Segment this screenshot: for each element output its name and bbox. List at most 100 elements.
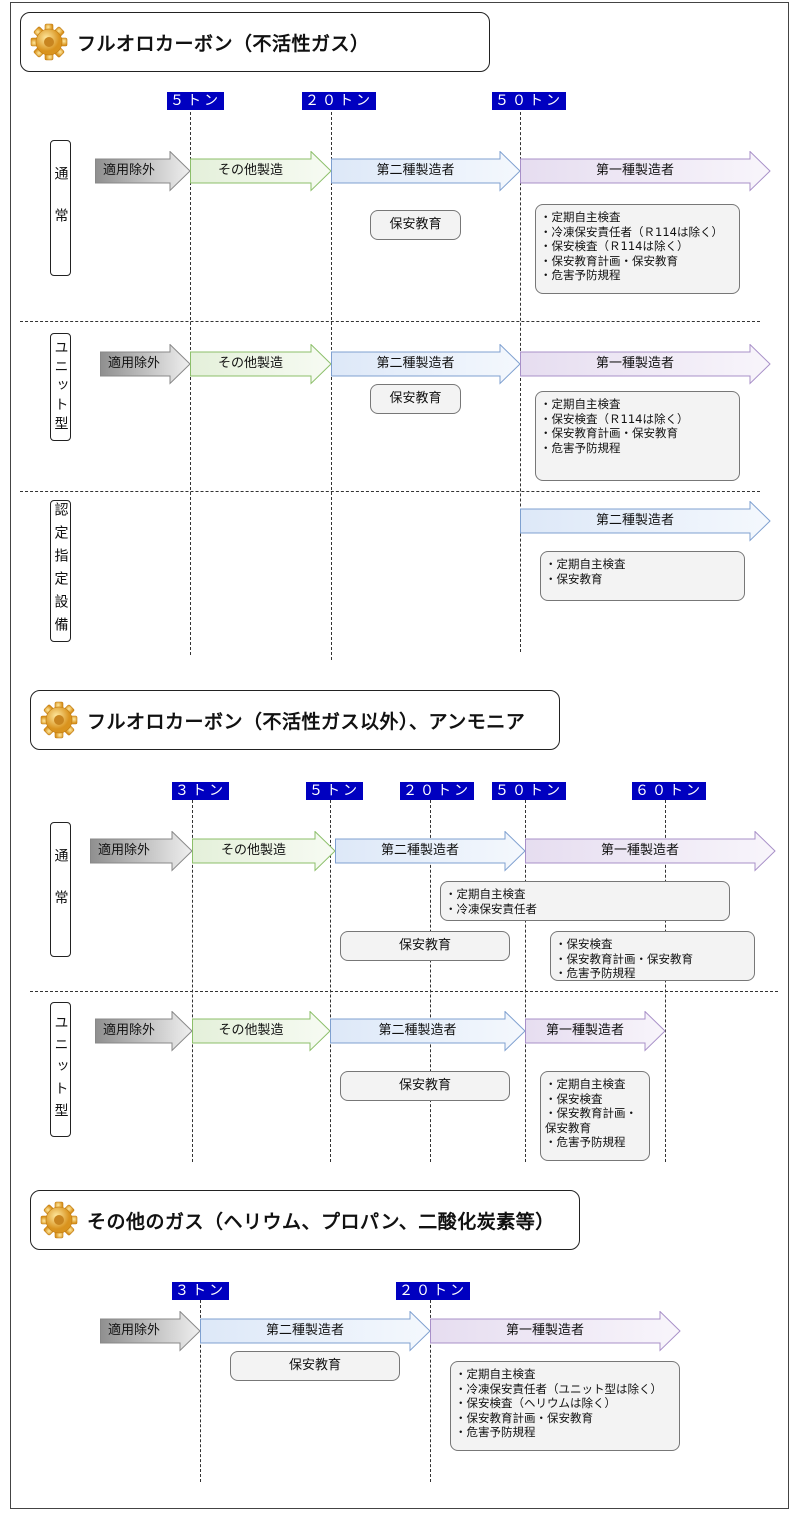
arrow-label: 適用除外 — [103, 163, 156, 178]
threshold-marker: ５トン — [306, 782, 363, 800]
outer-frame — [10, 2, 789, 1509]
arrow-label: その他製造 — [217, 356, 283, 371]
threshold-line — [330, 800, 331, 1162]
requirement-item: ・保安教育計画・保安教育 — [540, 426, 678, 440]
requirement-item: ・定期自主検査 — [445, 887, 526, 901]
threshold-line — [200, 1300, 201, 1482]
category-arrow: 第一種製造者 — [525, 831, 776, 872]
gear-icon — [39, 1200, 79, 1240]
section-title: その他のガス（ヘリウム、プロパン、二酸化炭素等） — [87, 1210, 555, 1233]
row-label: 認定指定設備 — [50, 500, 71, 642]
arrow-label: 第一種製造者 — [595, 163, 674, 178]
row-label-text: 通常 — [52, 166, 69, 250]
row-label: ユニット型 — [50, 333, 71, 441]
safety-education-box: 保安教育 — [340, 931, 510, 961]
category-arrow: 第一種製造者 — [520, 344, 771, 385]
arrow-label: 第一種製造者 — [505, 1323, 584, 1338]
requirement-item: ・定期自主検査 — [540, 210, 621, 224]
section-title-box: フルオロカーボン（不活性ガス以外）、アンモニア — [30, 690, 560, 750]
requirements-box: ・定期自主検査・保安検査（Ｒ114は除く）・保安教育計画・保安教育・危害予防規程 — [535, 391, 740, 481]
requirement-item: ・保安検査 — [555, 937, 613, 951]
threshold-marker: ２０トン — [302, 92, 376, 110]
requirement-item: ・冷凍保安責任者（ユニット型は除く） — [455, 1381, 662, 1396]
safety-education-box: 保安教育 — [340, 1071, 510, 1101]
row-separator — [20, 321, 760, 322]
threshold-line — [430, 800, 431, 1162]
threshold-line — [525, 800, 526, 1162]
category-arrow: 適用除外 — [100, 1311, 201, 1352]
section-title: フルオロカーボン（不活性ガス以外）、アンモニア — [87, 710, 526, 733]
requirement-item: ・危害予防規程 — [540, 440, 621, 455]
arrow-label: 第二種製造者 — [595, 513, 674, 528]
threshold-marker: ５０トン — [492, 782, 566, 800]
row-label-text: ユニット型 — [52, 339, 69, 435]
safety-education-box: 保安教育 — [230, 1351, 400, 1381]
requirement-item: ・保安検査 — [545, 1091, 603, 1106]
requirement-item: ・危害予防規程 — [455, 1425, 536, 1439]
category-arrow: 適用除外 — [100, 344, 191, 385]
category-arrow: 第一種製造者 — [520, 151, 771, 192]
requirement-item: ・保安検査（Ｒ114は除く） — [540, 411, 689, 426]
requirement-item: ・保安教育計画・ — [545, 1106, 637, 1120]
arrow-label: その他製造 — [217, 163, 283, 178]
arrow-label: 第二種製造者 — [265, 1323, 344, 1338]
requirements-box: ・定期自主検査・冷凍保安責任者 — [440, 881, 730, 921]
row-label-text: 認定指定設備 — [52, 502, 69, 640]
row-label-text: ユニット型 — [52, 1014, 69, 1125]
threshold-marker: ５０トン — [492, 92, 566, 110]
requirement-item: ・定期自主検査 — [540, 397, 621, 411]
requirements-box: ・定期自主検査・保安検査・保安教育計画・保安教育・危害予防規程 — [540, 1071, 650, 1161]
threshold-marker: ３トン — [172, 1282, 229, 1300]
gear-icon — [29, 22, 69, 62]
arrow-label: 第一種製造者 — [595, 356, 674, 371]
threshold-line — [520, 112, 521, 652]
row-separator — [20, 491, 760, 492]
requirements-box: ・定期自主検査・冷凍保安責任者（ユニット型は除く）・保安検査（ヘリウムは除く）・… — [450, 1361, 680, 1451]
arrow-label: 適用除外 — [98, 843, 151, 858]
safety-education-box: 保安教育 — [370, 384, 461, 414]
requirement-item: 保安教育 — [389, 216, 442, 232]
category-arrow: 第二種製造者 — [331, 344, 521, 385]
arrow-label: 第二種製造者 — [380, 843, 459, 858]
requirement-item: ・冷凍保安責任者（Ｒ114は除く） — [540, 224, 723, 239]
row-label: 通常 — [50, 822, 71, 957]
arrow-label: その他製造 — [218, 1023, 284, 1038]
threshold-line — [665, 800, 666, 1162]
requirement-item: 保安教育 — [545, 1120, 591, 1135]
requirement-item: ・保安検査（Ｒ114は除く） — [540, 239, 689, 253]
requirement-item: ・冷凍保安責任者 — [445, 901, 537, 916]
requirement-item: ・危害予防規程 — [545, 1135, 626, 1149]
category-arrow: 適用除外 — [95, 151, 191, 192]
safety-education-box: 保安教育 — [370, 210, 461, 240]
requirement-item: ・保安教育計画・保安教育 — [540, 253, 678, 268]
category-arrow: 第二種製造者 — [335, 831, 526, 872]
category-arrow: その他製造 — [192, 831, 336, 872]
requirement-item: 保安教育 — [389, 390, 442, 406]
requirement-item: ・保安教育計画・保安教育 — [455, 1410, 593, 1425]
threshold-marker: ２０トン — [400, 782, 474, 800]
row-label: 通常 — [50, 140, 71, 276]
arrow-label: 第二種製造者 — [378, 1023, 457, 1038]
requirements-box: ・保安検査・保安教育計画・保安教育・危害予防規程 — [550, 931, 755, 981]
arrow-label: 第一種製造者 — [600, 843, 679, 858]
threshold-marker: ２０トン — [396, 1282, 470, 1300]
threshold-line — [192, 800, 193, 1162]
threshold-line — [331, 112, 332, 660]
gear-icon — [39, 700, 79, 740]
requirement-item: ・定期自主検査 — [545, 1077, 626, 1091]
arrow-label: 第一種製造者 — [545, 1023, 624, 1038]
threshold-marker: ５トン — [167, 92, 224, 110]
section-title-box: その他のガス（ヘリウム、プロパン、二酸化炭素等） — [30, 1190, 580, 1250]
threshold-marker: ３トン — [172, 782, 229, 800]
arrow-label: 第二種製造者 — [376, 356, 455, 371]
category-arrow: 第二種製造者 — [200, 1311, 431, 1352]
section-title-box: フルオロカーボン（不活性ガス） — [20, 12, 490, 72]
category-arrow: その他製造 — [190, 344, 332, 385]
requirement-item: ・定期自主検査 — [545, 557, 626, 571]
requirement-item: ・保安教育計画・保安教育 — [555, 951, 693, 966]
requirement-item: 保安教育 — [288, 1357, 341, 1373]
requirement-item: 保安教育 — [398, 937, 451, 953]
row-label: ユニット型 — [50, 1002, 71, 1137]
requirements-box: ・定期自主検査・冷凍保安責任者（Ｒ114は除く）・保安検査（Ｒ114は除く）・保… — [535, 204, 740, 294]
arrow-label: その他製造 — [220, 843, 286, 858]
